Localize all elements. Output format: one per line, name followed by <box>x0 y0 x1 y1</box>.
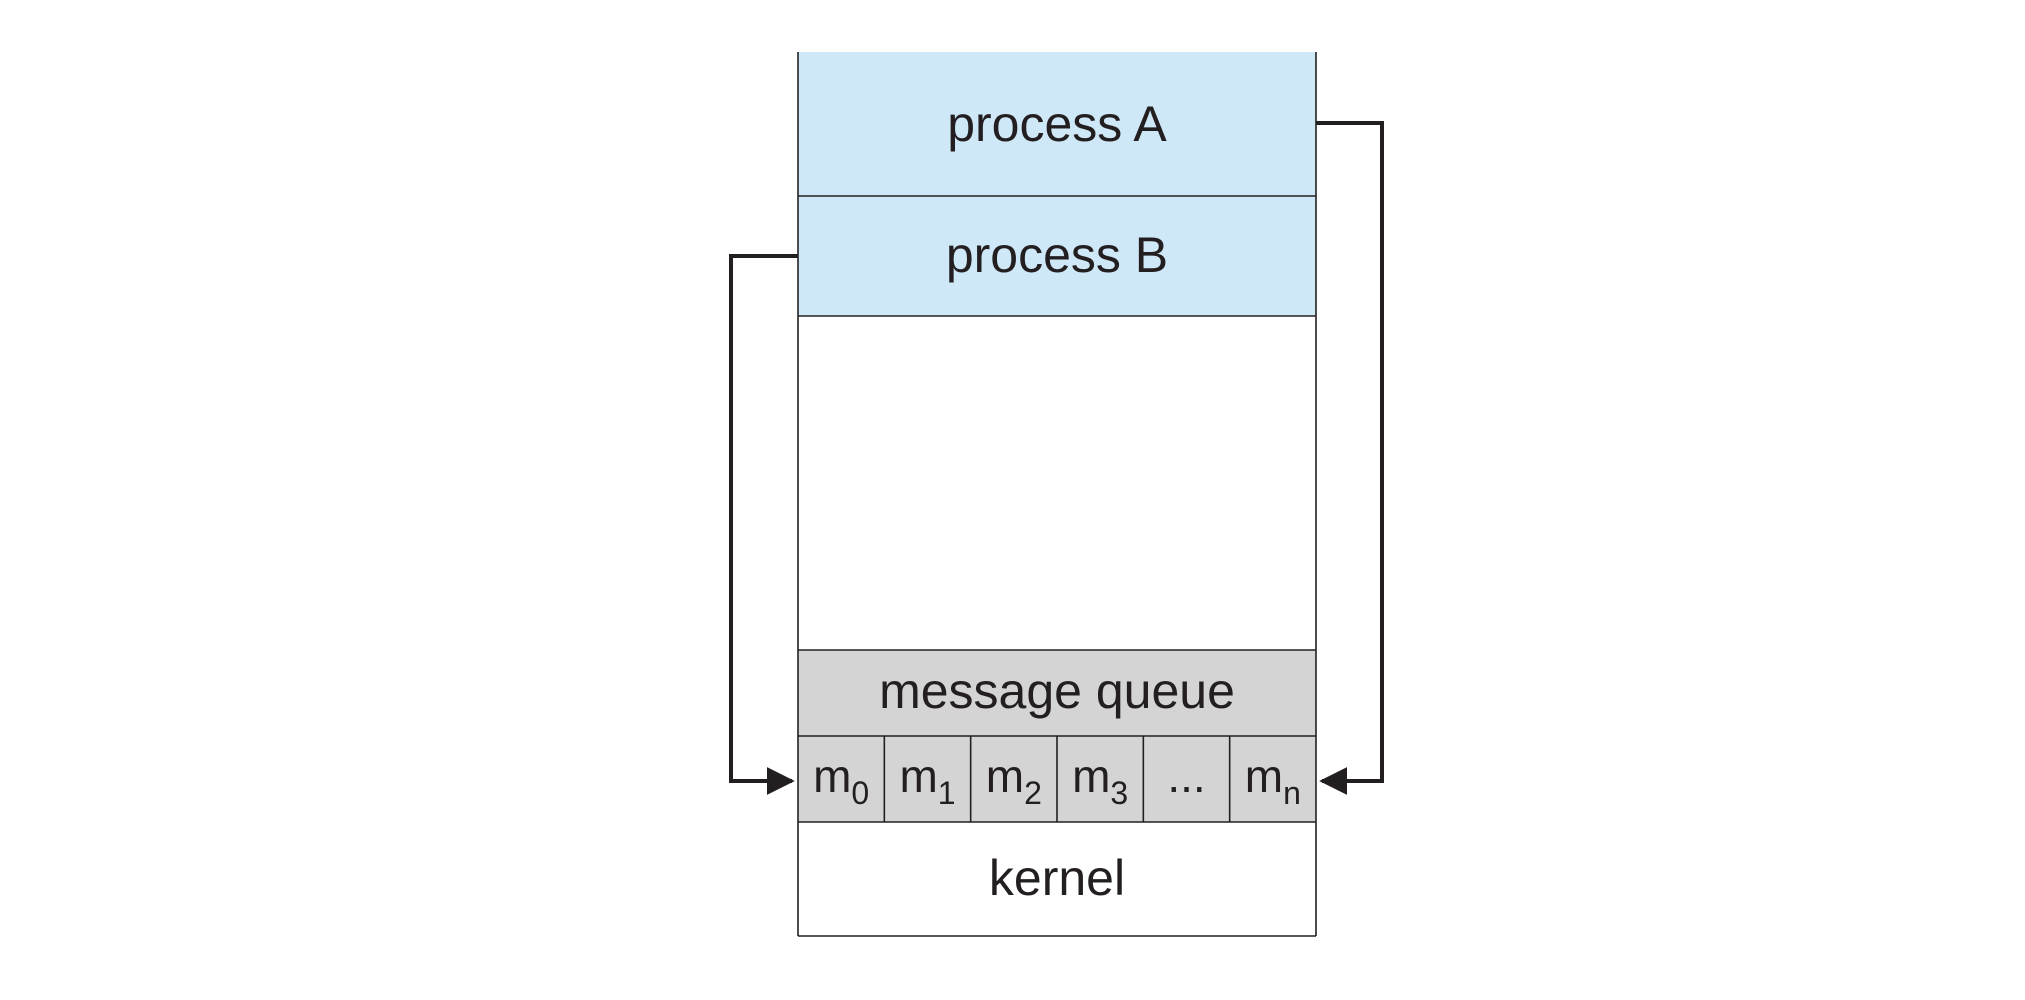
queue-slot-label: ... <box>1167 750 1205 802</box>
queue-slot-label: m1 <box>899 750 955 811</box>
queue-slot-base: ... <box>1167 750 1205 802</box>
queue-slot-label: m3 <box>1072 750 1128 811</box>
queue-slot-base: m <box>1072 750 1110 802</box>
queue-slot-base: m <box>813 750 851 802</box>
queue-slot-label: m2 <box>986 750 1042 811</box>
kernel-label: kernel <box>989 850 1125 906</box>
arrow-process-a-to-mn <box>1316 121 1384 795</box>
process-a-region <box>798 52 1316 196</box>
process-b-label: process B <box>946 227 1168 283</box>
queue-slot-subscript: n <box>1283 775 1301 811</box>
message-queue-region <box>798 650 1316 736</box>
queue-slot-label: mn <box>1245 750 1301 811</box>
queue-slot-base: m <box>1245 750 1283 802</box>
queue-slot-subscript: 0 <box>851 775 869 811</box>
free-memory-region <box>798 316 1316 650</box>
arrow-process-b-to-m0 <box>729 254 798 795</box>
queue-slot-label: m0 <box>813 750 869 811</box>
kernel-region <box>798 822 1316 936</box>
process-a-label: process A <box>947 96 1167 152</box>
process-b-region <box>798 196 1316 316</box>
queue-slot-subscript: 3 <box>1110 775 1128 811</box>
queue-slot-subscript: 2 <box>1024 775 1042 811</box>
queue-slot-base: m <box>899 750 937 802</box>
message-queue-label: message queue <box>879 663 1235 719</box>
queue-slot-base: m <box>986 750 1024 802</box>
queue-slot-subscript: 1 <box>938 775 956 811</box>
